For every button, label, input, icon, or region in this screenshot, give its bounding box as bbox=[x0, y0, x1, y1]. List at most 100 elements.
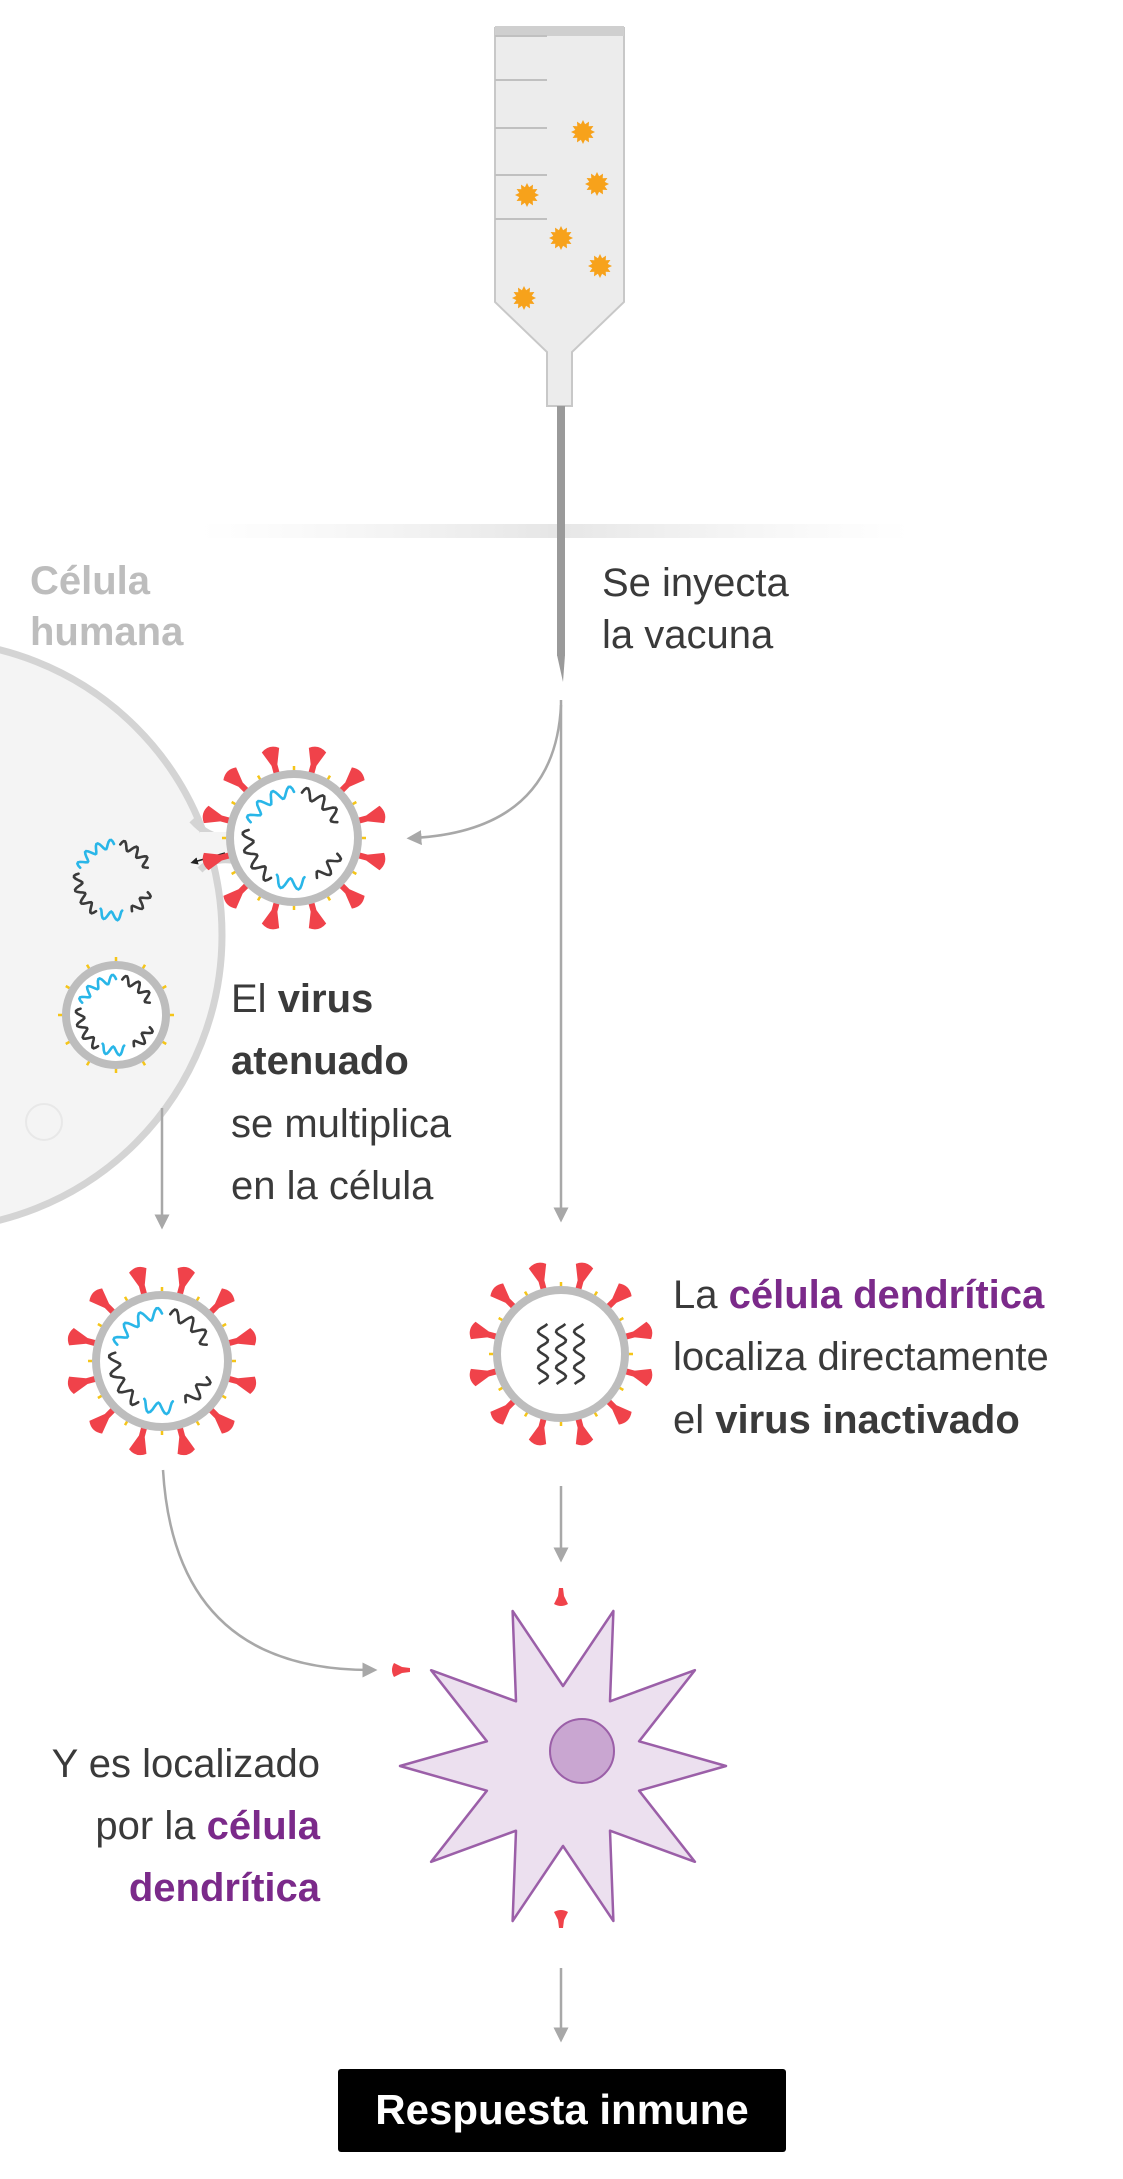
spike-protein-icon bbox=[528, 1415, 548, 1446]
syringe-top bbox=[495, 26, 624, 36]
skin-surface bbox=[200, 524, 910, 538]
spike-protein-icon bbox=[604, 1397, 632, 1425]
spike-protein-icon bbox=[528, 1262, 548, 1293]
cell-organelle bbox=[25, 1103, 63, 1141]
spike-protein-icon bbox=[574, 1262, 594, 1293]
label-inject-2: la vacuna bbox=[602, 613, 774, 657]
rna-strand bbox=[112, 1306, 164, 1346]
rna-strand bbox=[132, 1026, 155, 1048]
spike-protein-icon bbox=[355, 851, 386, 871]
rna-strand bbox=[74, 1007, 100, 1050]
rna-strand bbox=[536, 1322, 550, 1386]
spike-protein-icon bbox=[223, 767, 251, 795]
spike-protein-icon bbox=[604, 1283, 632, 1311]
text-la: La bbox=[673, 1273, 729, 1317]
antigen-icon bbox=[554, 1588, 568, 1606]
attenuated-virus bbox=[67, 1266, 257, 1456]
text-dendritic-cell: célula dendrítica bbox=[729, 1273, 1045, 1317]
rna-strand bbox=[99, 907, 124, 922]
rna-strand bbox=[572, 1322, 586, 1386]
syringe bbox=[494, 26, 625, 682]
spike-protein-icon bbox=[206, 1405, 235, 1434]
immune-response-box bbox=[338, 2069, 786, 2152]
label-attenuated-line4: en la célula bbox=[231, 1164, 434, 1208]
label-cell-human-1: Célula bbox=[30, 559, 151, 603]
budding-attenuated-virus bbox=[202, 746, 386, 930]
spike-protein-icon bbox=[176, 1423, 195, 1456]
spike-protein-icon bbox=[490, 1397, 518, 1425]
needle-tip bbox=[557, 655, 565, 682]
virus-membrane bbox=[62, 961, 170, 1069]
particle-shape bbox=[588, 254, 612, 278]
virus-particle-icon bbox=[515, 183, 539, 207]
label-located-line1: Y es localizado bbox=[52, 1742, 320, 1786]
spike-protein-icon bbox=[206, 1288, 235, 1317]
virus-particle-icon bbox=[512, 286, 536, 310]
dendritic-nucleus bbox=[549, 1718, 615, 1784]
antigen-icon bbox=[554, 1910, 568, 1928]
spike-protein-icon bbox=[337, 767, 365, 795]
label-dendritic-line2: localiza directamente bbox=[673, 1335, 1049, 1379]
spike-protein-icon bbox=[202, 805, 233, 825]
spike-protein-icon bbox=[129, 1423, 148, 1456]
dendritic-cell bbox=[392, 1588, 728, 1928]
spike-protein-icon bbox=[89, 1288, 118, 1317]
text-el: El bbox=[231, 977, 278, 1021]
human-cell bbox=[0, 646, 226, 1224]
spike-protein-icon bbox=[307, 899, 327, 930]
rna-strand bbox=[77, 973, 118, 1004]
text-celula: célula bbox=[207, 1804, 321, 1848]
rna-strand bbox=[245, 785, 296, 824]
spike-protein-icon bbox=[224, 1328, 257, 1347]
label-attenuated-line3: se multiplica bbox=[231, 1102, 452, 1146]
label-attenuated-line2: atenuado bbox=[231, 1039, 409, 1083]
rna-strand bbox=[184, 1376, 212, 1404]
text-virus: virus bbox=[278, 977, 374, 1021]
spike-protein-icon bbox=[307, 746, 327, 777]
spike-protein-icon bbox=[129, 1266, 148, 1299]
spike-protein-icon bbox=[224, 1375, 257, 1394]
rna-strand bbox=[130, 891, 153, 913]
spike-protein-icon bbox=[355, 805, 386, 825]
label-attenuated-line1: El virus bbox=[231, 977, 373, 1021]
spike-protein-icon bbox=[261, 746, 281, 777]
spike-protein-icon bbox=[469, 1367, 500, 1387]
viruses bbox=[58, 746, 653, 1456]
arrow-to-cell bbox=[406, 704, 563, 846]
vesicle-virus bbox=[58, 957, 174, 1073]
immune-response-label: Respuesta inmune bbox=[375, 2086, 748, 2133]
rna-strand bbox=[143, 1397, 175, 1416]
virus-particle-icon bbox=[571, 120, 595, 144]
rna-strand bbox=[554, 1322, 568, 1386]
text-por-la: por la bbox=[95, 1804, 206, 1848]
label-inject-1: Se inyecta bbox=[602, 561, 790, 605]
rna-strand bbox=[101, 1042, 126, 1057]
virus-particle-icon bbox=[549, 226, 573, 250]
spike-protein-icon bbox=[89, 1405, 118, 1434]
text-el: el bbox=[673, 1398, 715, 1442]
particle-shape bbox=[515, 183, 539, 207]
spike-protein-icon bbox=[490, 1283, 518, 1311]
label-cell-human-2: humana bbox=[30, 610, 184, 654]
released-rna bbox=[72, 838, 153, 922]
rna-strand bbox=[107, 1351, 140, 1407]
label-dendritic-line1: La célula dendrítica bbox=[673, 1273, 1045, 1317]
spike-protein-icon bbox=[337, 881, 365, 909]
syringe-body bbox=[494, 27, 625, 407]
particle-shape bbox=[549, 226, 573, 250]
particle-shape bbox=[585, 172, 609, 196]
spike-protein-icon bbox=[176, 1266, 195, 1299]
spike-protein-icon bbox=[202, 851, 233, 871]
spike-protein-icon bbox=[622, 1321, 653, 1341]
rna-strand bbox=[315, 852, 343, 880]
spike-protein-icon bbox=[223, 881, 251, 909]
rna-strand bbox=[300, 786, 339, 824]
arrow-to-dendritic-left bbox=[161, 1469, 378, 1678]
rna-strand bbox=[75, 838, 116, 869]
spike-protein-icon bbox=[469, 1321, 500, 1341]
label-dendritic-line3: el virus inactivado bbox=[673, 1398, 1020, 1442]
vaccine-particles bbox=[512, 120, 612, 310]
virus-particle-icon bbox=[585, 172, 609, 196]
text-inactivated-virus: virus inactivado bbox=[715, 1398, 1020, 1442]
